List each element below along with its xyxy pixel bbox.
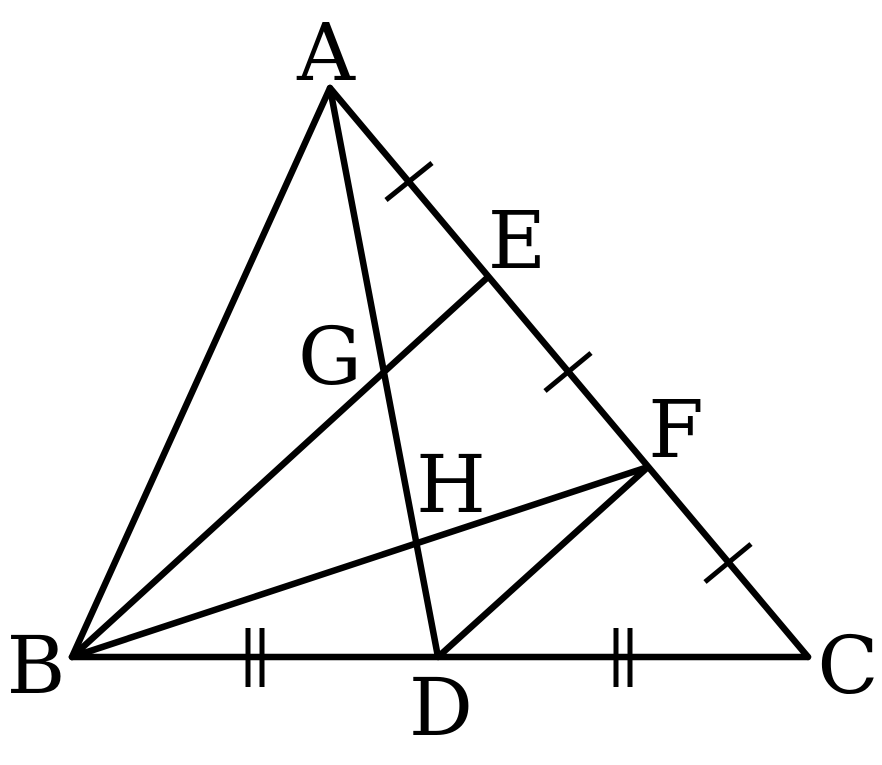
tick-ef [543,351,593,393]
label-b: B [7,619,66,712]
segment-be [68,273,492,661]
segment-df [434,463,652,661]
label-h: H [416,438,486,531]
label-g: G [298,310,362,403]
label-f: F [648,383,704,476]
side-ab [68,84,334,661]
tick-ae [384,161,434,202]
label-a: A [296,6,356,99]
tick-fc [703,542,753,584]
label-e: E [488,194,546,287]
label-c: C [817,619,878,712]
segment-bf [68,463,652,661]
label-d: D [409,661,473,754]
